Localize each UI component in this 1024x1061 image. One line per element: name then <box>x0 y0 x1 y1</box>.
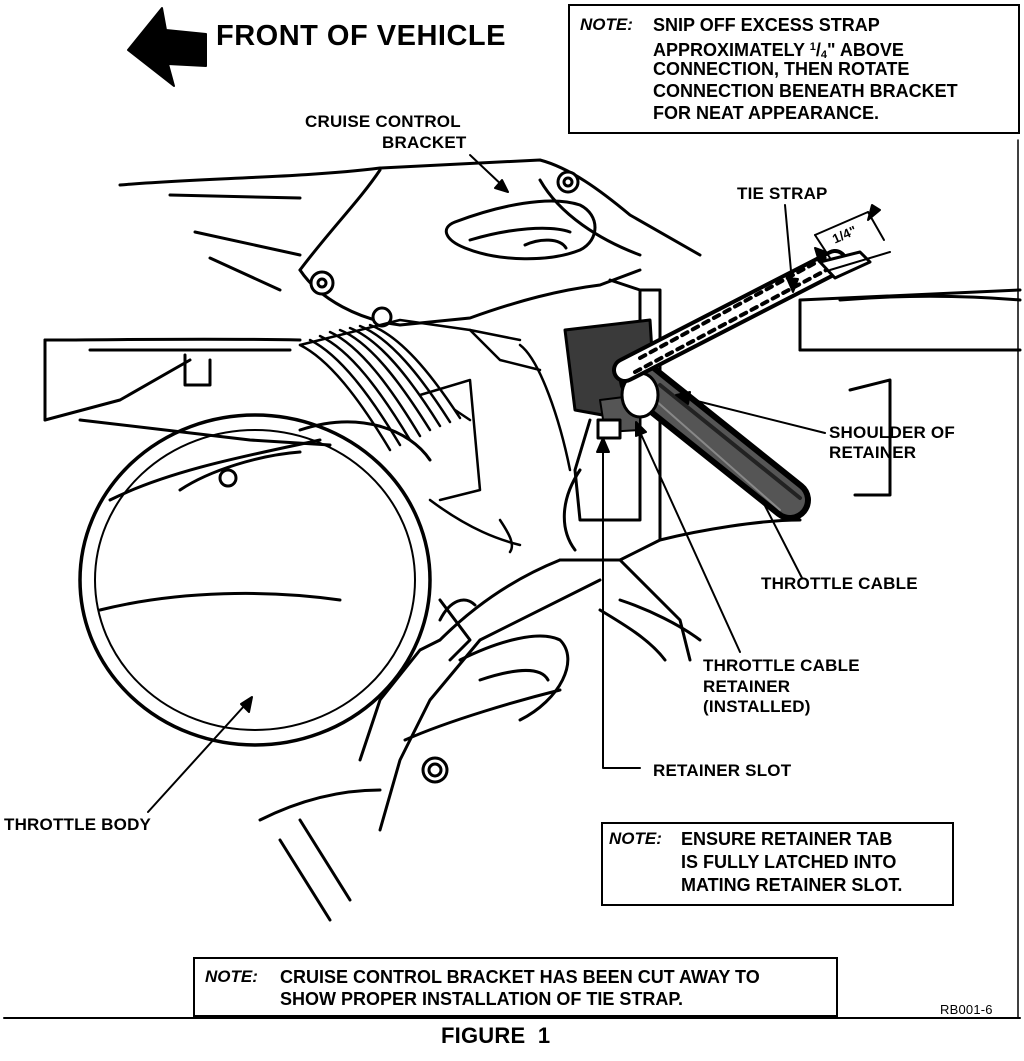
note-top-line-1: SNIP OFF EXCESS STRAP <box>653 15 880 35</box>
note-top-line-2-pre: APPROXIMATELY <box>653 40 810 60</box>
cruise-bracket-label-1: CRUISE CONTROL <box>305 112 461 131</box>
note-top-line-3: CONNECTION, THEN ROTATE <box>653 59 910 79</box>
front-direction-arrow-icon <box>127 7 207 87</box>
note-bottom-line-2: SHOW PROPER INSTALLATION OF TIE STRAP. <box>280 989 684 1009</box>
figure-code: RB001-6 <box>940 1002 993 1017</box>
note-top-fraction-num: 1 <box>809 41 816 53</box>
figure-caption: FIGURE 1 <box>441 1023 551 1048</box>
note-top-line-5: FOR NEAT APPEARANCE. <box>653 103 880 123</box>
leader-lines <box>147 154 826 813</box>
note-top-line-2-post: " ABOVE <box>826 40 904 60</box>
shoulder-label-1: SHOULDER OF <box>829 423 955 442</box>
retainer-slot-label: RETAINER SLOT <box>653 761 792 780</box>
note-mid-line-3: MATING RETAINER SLOT. <box>681 875 903 895</box>
retainer-label-2: RETAINER <box>703 677 791 696</box>
tie-strap-shape <box>612 249 891 383</box>
note-top-fraction-den: 4 <box>820 49 827 61</box>
dimension-marker <box>814 204 885 259</box>
cruise-control-bracket-shape <box>118 158 702 328</box>
note-top-key: NOTE: <box>580 15 633 34</box>
tie-strap-label: TIE STRAP <box>737 184 828 203</box>
note-bottom-line-1: CRUISE CONTROL BRACKET HAS BEEN CUT AWAY… <box>280 967 760 987</box>
note-mid-line-1: ENSURE RETAINER TAB <box>681 829 893 849</box>
shoulder-label-2: RETAINER <box>829 443 917 462</box>
front-of-vehicle-label: FRONT OF VEHICLE <box>216 20 506 52</box>
note-bottom-box: NOTE: CRUISE CONTROL BRACKET HAS BEEN CU… <box>193 957 838 1017</box>
note-top-line-2: APPROXIMATELY 1/4" ABOVE <box>653 40 904 61</box>
throttle-spring-shape <box>298 318 572 554</box>
note-mid-box: NOTE: ENSURE RETAINER TAB IS FULLY LATCH… <box>601 822 954 906</box>
engine-structure-shape <box>43 288 1022 497</box>
throttle-body-label: THROTTLE BODY <box>4 815 152 834</box>
note-mid-line-2: IS FULLY LATCHED INTO <box>681 852 897 872</box>
throttle-body-shape <box>78 413 432 747</box>
note-top-box: NOTE: SNIP OFF EXCESS STRAP APPROXIMATEL… <box>568 4 1020 134</box>
note-mid-key: NOTE: <box>609 829 662 848</box>
cruise-bracket-label-2: BRACKET <box>382 133 467 152</box>
note-bottom-key: NOTE: <box>205 967 258 986</box>
throttle-cable-label: THROTTLE CABLE <box>761 574 918 593</box>
retainer-label-1: THROTTLE CABLE <box>703 656 860 675</box>
note-top-line-4: CONNECTION BENEATH BRACKET <box>653 81 958 101</box>
throttle-cable-shape <box>619 359 811 521</box>
retainer-label-3: (INSTALLED) <box>703 697 811 716</box>
